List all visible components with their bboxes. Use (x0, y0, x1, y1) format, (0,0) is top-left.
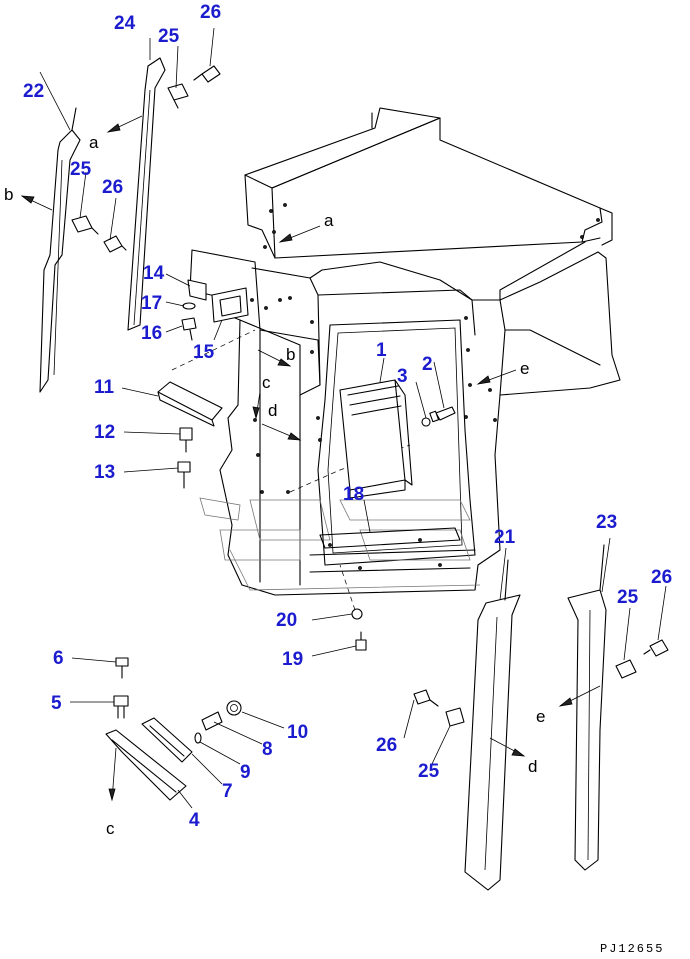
ref-e-cab: e (520, 359, 529, 378)
part-9-washer (194, 732, 202, 744)
bolt-25-left (71, 215, 99, 235)
callout-17: 17 (141, 293, 162, 314)
callout-22: 22 (23, 81, 44, 102)
callout-4: 4 (189, 810, 200, 831)
callout-25-left: 25 (70, 159, 92, 180)
ref-d-lower: d (528, 757, 537, 776)
ref-a-left: a (89, 133, 99, 152)
screw-26-left (103, 235, 127, 253)
callout-14: 14 (143, 263, 165, 284)
part-24-pillar-trim (127, 57, 166, 331)
callout-10: 10 (287, 722, 308, 743)
callout-26-mid: 26 (376, 735, 397, 756)
ref-b-cab: b (286, 345, 295, 364)
part-14-bracket (187, 279, 207, 301)
part-16-bolt (181, 317, 197, 341)
part-6-screw (115, 657, 129, 679)
screw-26-lower-mid (413, 689, 439, 707)
part-8-bolt (201, 711, 223, 731)
drawing-code: PJ12655 (600, 942, 664, 956)
ref-e-lower: e (536, 707, 545, 726)
screw-26-lower-right (643, 639, 669, 657)
callout-7: 7 (222, 781, 233, 802)
part-17-washer (182, 302, 196, 310)
part-12-clip (179, 427, 193, 453)
callout-26-top: 26 (200, 2, 221, 23)
part-1-pad-stack (339, 379, 413, 499)
part-2-3-bolt-washer (421, 406, 456, 427)
callout-13: 13 (94, 462, 115, 483)
callout-26-left: 26 (102, 177, 123, 198)
callout-18: 18 (343, 484, 364, 505)
bolt-25-lower-right (615, 659, 637, 679)
callout-numbers: 1 2 3 4 5 6 7 8 9 10 11 12 13 14 15 16 1… (23, 2, 672, 831)
ref-c-cab: c (262, 373, 271, 392)
callout-21: 21 (494, 527, 516, 548)
callout-20: 20 (276, 610, 297, 631)
callout-15: 15 (193, 342, 215, 363)
callout-3: 3 (397, 366, 408, 387)
ref-c-lower: c (106, 819, 115, 838)
ref-d-cab: d (268, 401, 277, 420)
callout-11: 11 (94, 377, 115, 398)
callout-16: 16 (141, 323, 162, 344)
part-7-plate (141, 717, 193, 763)
ref-a-cab: a (324, 211, 334, 230)
callout-26-right: 26 (651, 567, 672, 588)
part-23-rear-trim (567, 544, 607, 871)
part-15-handle (211, 287, 249, 323)
callout-6: 6 (53, 648, 64, 669)
callout-9: 9 (240, 762, 251, 783)
callout-8: 8 (262, 739, 273, 760)
bolt-25-lower-mid (445, 707, 465, 727)
direction-arrows (20, 115, 601, 802)
callout-23: 23 (596, 512, 617, 533)
part-4-step-plate (105, 729, 187, 801)
part-13-screw (177, 461, 191, 489)
part-11-step-rail (157, 381, 223, 427)
callout-19: 19 (282, 649, 303, 670)
reference-letters: a a b b c c d d e e (4, 133, 545, 838)
callout-1: 1 (376, 340, 387, 361)
callout-12: 12 (94, 422, 115, 443)
callout-25-right: 25 (617, 587, 639, 608)
callout-25-mid: 25 (418, 761, 440, 782)
callout-24: 24 (114, 13, 136, 34)
part-20-washer (351, 608, 363, 620)
screw-26-top (193, 65, 221, 83)
part-22-left-trim (39, 107, 81, 393)
ref-b-left: b (4, 185, 13, 204)
bolt-25-top (167, 83, 189, 109)
cab-frame (171, 107, 621, 611)
part-5-clip (113, 695, 129, 719)
callout-25-top: 25 (158, 26, 180, 47)
part-19-screw (355, 631, 367, 651)
part-21-rear-trim (464, 559, 521, 891)
callout-5: 5 (51, 693, 62, 714)
leader-lines (39, 27, 667, 809)
part-10-grommet (226, 700, 242, 716)
callout-2: 2 (422, 354, 433, 375)
